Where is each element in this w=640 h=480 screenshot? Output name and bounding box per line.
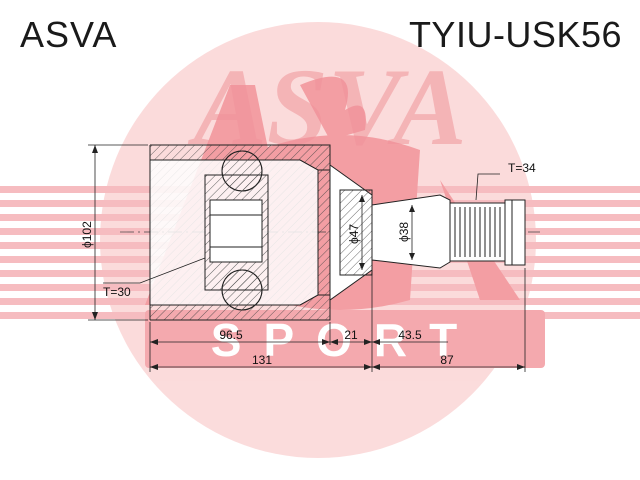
dim-neck-length: 21 bbox=[344, 328, 358, 342]
dim-total-housing: 131 bbox=[252, 353, 272, 367]
dim-inner-teeth: T=30 bbox=[103, 285, 131, 299]
dim-total-shaft: 87 bbox=[440, 353, 454, 367]
dim-housing-length: 96.5 bbox=[219, 328, 243, 342]
dim-shaft-length: 43.5 bbox=[398, 328, 422, 342]
dim-outer-teeth: T=34 bbox=[508, 161, 536, 175]
dim-seal-diameter: ϕ38 bbox=[397, 222, 411, 242]
arrowheads bbox=[92, 145, 525, 370]
svg-text:SPORT: SPORT bbox=[211, 314, 479, 366]
part-number: TYIU-USK56 bbox=[408, 14, 622, 55]
brand-name: ASVA bbox=[20, 14, 118, 55]
dimension-lines bbox=[88, 144, 526, 372]
tripod-assembly bbox=[204, 150, 269, 311]
dim-outer-diameter: ϕ102 bbox=[80, 221, 94, 248]
dim-spline-diameter: ϕ47 bbox=[347, 224, 361, 244]
shaft bbox=[371, 194, 526, 269]
